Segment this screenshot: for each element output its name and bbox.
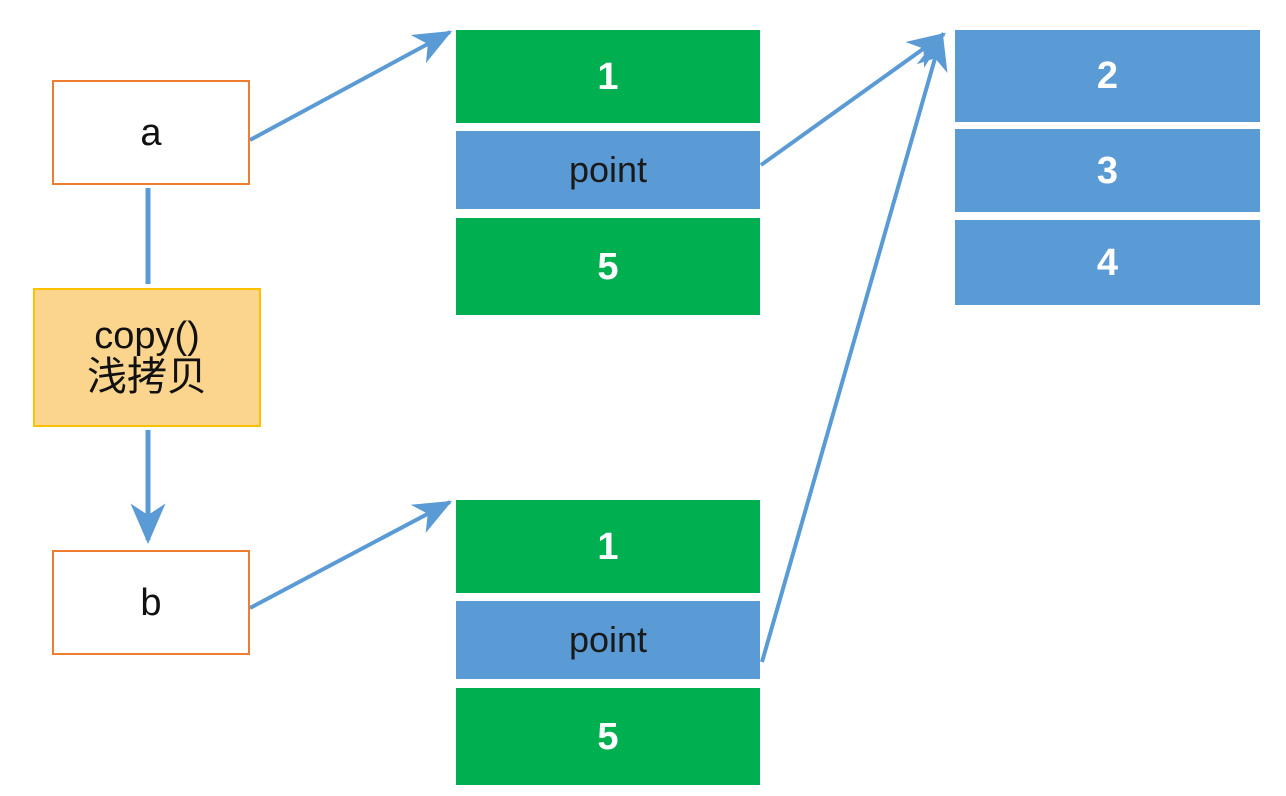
list-a-cell-0-value: 1 [597, 55, 619, 98]
arrow-point-b-to-shared [760, 31, 948, 663]
list-b: 1 point 5 [456, 500, 760, 785]
list-shared: 2 3 4 [955, 30, 1260, 305]
copy-operation-line1: copy() [94, 314, 200, 357]
list-b-cell-2[interactable]: 5 [456, 688, 760, 785]
arrow-b-to-list-b [249, 500, 453, 610]
list-shared-cell-0[interactable]: 2 [955, 30, 1260, 122]
list-b-cell-1-value: point [568, 619, 648, 660]
variable-label-a: a [140, 111, 162, 154]
list-shared-cell-0-value: 2 [1096, 55, 1119, 97]
list-a-cell-2-value: 5 [597, 245, 619, 288]
list-b-cell-0-value: 1 [597, 525, 619, 568]
arrow-point-a-to-shared [759, 32, 946, 167]
list-b-cell-0[interactable]: 1 [456, 500, 760, 593]
arrow-a-to-list-a [249, 30, 453, 142]
list-shared-cell-1[interactable]: 3 [955, 129, 1260, 212]
copy-operation-box[interactable]: copy() 浅拷贝 [33, 288, 261, 427]
list-a-cell-1-value: point [568, 149, 648, 190]
copy-operation-line2: 浅拷贝 [87, 354, 207, 401]
list-a-cell-0[interactable]: 1 [456, 30, 760, 123]
list-b-cell-2-value: 5 [597, 715, 619, 758]
variable-label-b: b [140, 581, 162, 624]
list-shared-cell-2-value: 4 [1096, 241, 1119, 284]
list-a-cell-2[interactable]: 5 [456, 218, 760, 315]
variable-box-a[interactable]: a [52, 80, 250, 185]
list-shared-cell-2[interactable]: 4 [955, 220, 1260, 305]
variable-box-b[interactable]: b [52, 550, 250, 655]
list-a: 1 point 5 [456, 30, 760, 315]
list-a-cell-1[interactable]: point [456, 131, 760, 209]
list-shared-cell-1-value: 3 [1096, 149, 1119, 192]
list-b-cell-1[interactable]: point [456, 601, 760, 679]
